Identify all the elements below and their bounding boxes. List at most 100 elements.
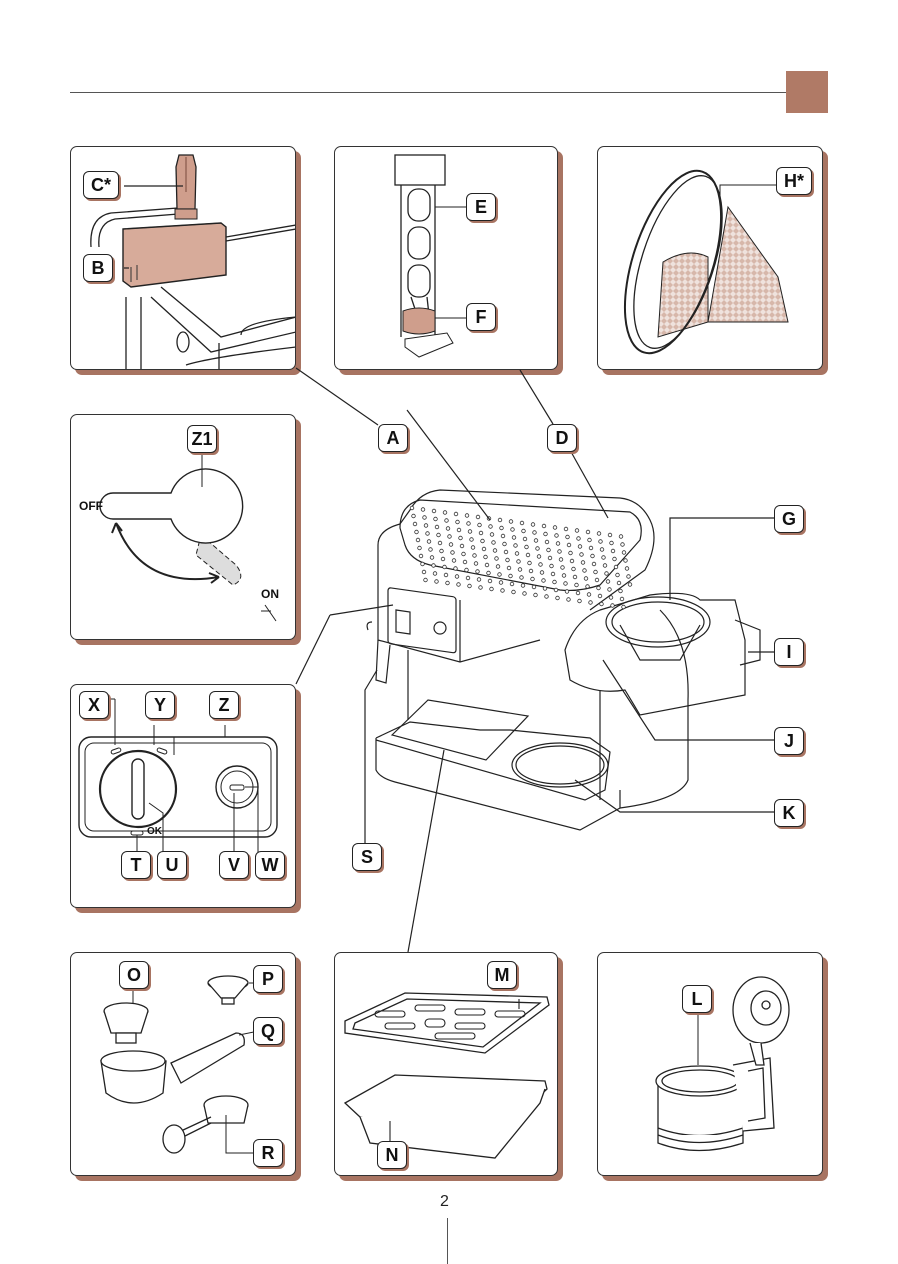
top-cover-vent-dot [499,525,504,531]
top-cover-vent-dot [506,565,512,571]
top-cover-vent-dot [454,574,460,579]
label-z: Z [209,691,239,719]
on-position-text: ON [261,587,279,601]
top-cover-vent-dot [522,591,527,596]
top-cover-vent-dot [583,576,589,581]
drip-tray-illustration [343,992,550,1159]
top-cover-vent-dot [579,552,584,557]
top-cover-vent-dot [426,539,432,544]
top-cover-vent-dot [444,518,449,523]
label-p: P [253,965,283,993]
top-cover-vent-dot [576,536,581,541]
top-cover-vent-dot [481,546,487,552]
label-j: J [774,727,804,755]
top-cover-vent-dot [484,562,490,568]
top-cover-vent-dot [564,589,570,594]
top-cover-vent-dot [533,538,539,543]
top-cover-vent-dot [527,560,532,566]
top-cover-vent-dot [555,541,561,546]
top-cover-vent-dot [536,554,542,559]
top-cover-vent-dot [470,545,476,550]
top-cover-vent-dot [508,573,513,579]
top-cover-vent-dot [607,587,612,592]
top-cover-vent-dot [480,538,485,544]
top-cover-vent-dot [531,584,537,590]
top-cover-vent-dot [613,564,619,570]
top-cover-vent-dot [425,531,430,536]
top-cover-vent-dot [459,543,465,549]
top-cover-vent-dot [541,523,547,529]
label-s: S [352,843,382,871]
top-cover-vent-dot [544,594,549,599]
top-cover-vent-dot [561,573,567,578]
top-cover-vent-dot [539,570,545,575]
panel-permanent-filter: H* [597,146,823,370]
top-cover-vent-dot [568,550,573,556]
top-cover-vent-dot [511,535,517,540]
top-cover-vent-dot [624,566,630,571]
top-cover-vent-dot [497,572,502,577]
top-cover-vent-dot [618,588,623,594]
top-cover-vent-dot [458,535,463,541]
top-cover-vent-dot [593,569,598,575]
permanent-filter-illustration [623,169,789,355]
top-cover-vent-dot [552,525,558,530]
top-cover-vent-dot [626,574,631,579]
top-cover-vent-dot [602,563,608,568]
label-n: N [377,1141,407,1169]
top-cover-vent-dot [475,514,481,520]
top-cover-vent-dot [585,529,591,535]
top-cover-vent-dot [522,536,528,542]
top-cover-vent-dot [598,539,603,544]
top-cover-vent-dot [597,593,603,599]
page-number: 2 [440,1193,449,1210]
top-cover-vent-dot [437,540,443,546]
label-l-carafe: L [682,985,712,1013]
top-cover-vent-dot [596,531,602,536]
top-cover-vent-dot [433,516,438,522]
top-cover-vent-dot [420,561,425,567]
water-tank-illustration [90,154,295,369]
top-cover-vent-dot [486,570,491,576]
label-i: I [774,638,804,666]
top-cover-vent-dot [585,584,590,589]
section-color-tab [786,71,828,113]
label-b-water-tank: B [83,254,113,282]
top-cover-vent-dot [456,582,461,587]
top-cover-vent-dot [494,556,499,561]
panel-steam-knob: Z1 OFF ON [70,414,296,640]
top-cover-vent-dot [552,579,557,585]
top-cover-vent-dot [574,528,580,533]
label-r: R [253,1139,283,1167]
top-cover-vent-dot [588,545,594,551]
top-cover-vent-dot [411,513,416,519]
top-cover-vent-dot [514,551,520,556]
label-a: A [378,424,408,452]
top-cover-vent-dot [621,604,626,610]
carafe-illustration [655,976,790,1152]
label-o: O [119,961,149,989]
panel-water-tank: C* B [70,146,296,370]
top-cover-vent-dot [620,542,625,547]
top-cover-vent-dot [557,549,562,554]
label-k: K [774,799,804,827]
top-cover-vent-dot [554,533,559,538]
label-m: M [487,961,517,989]
top-cover-vent-dot [439,548,444,554]
top-cover-vent-dot [487,578,493,584]
top-cover-vent-dot [478,585,483,590]
top-cover-vent-dot [610,548,616,554]
top-cover-vent-dot [601,555,606,560]
top-cover-vent-dot [483,554,488,560]
footer-rule [447,1218,448,1264]
panel-control-panel: X Y Z OK T U V W [70,684,296,908]
top-cover-vent-dot [428,547,433,552]
top-cover-vent-dot [445,526,451,531]
top-cover-vent-dot [580,560,586,565]
label-w: W [255,851,285,879]
top-cover-vent-dot [565,534,570,540]
top-cover-vent-dot [520,583,526,588]
label-g: G [774,505,804,533]
top-cover-vent-dot [442,564,447,570]
top-cover-vent-dot [502,541,507,547]
